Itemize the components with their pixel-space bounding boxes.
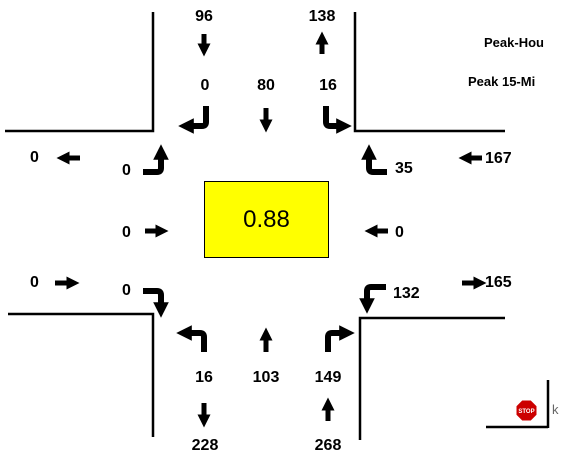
south-exiting-volume: 228 (191, 437, 219, 454)
north-right-volume: 0 (200, 77, 210, 94)
east-left-volume: 35 (395, 160, 413, 177)
peak-hour-factor-value: 0.88 (243, 205, 290, 233)
peak-15-min-label: Peak 15-Mi (468, 74, 536, 89)
stop-sign-post-glyph: k (552, 402, 559, 417)
west-left-volume: 0 (122, 162, 131, 179)
stop-sign-text: STOP (518, 409, 534, 415)
curb-southwest (8, 312, 155, 437)
north-left-turn-arrow (323, 106, 352, 134)
south-right-volume: 149 (314, 369, 342, 386)
west-left-turn-arrow (143, 144, 169, 175)
east-right-turn-arrow (359, 284, 386, 314)
north-right-turn-arrow (178, 106, 209, 134)
east-entering-volume: 167 (485, 150, 512, 167)
north-entering-volume: 96 (195, 8, 213, 25)
east-left-turn-arrow (361, 144, 387, 175)
turn-arrows (143, 106, 387, 352)
peak-hour-label: Peak-Hou (484, 35, 544, 50)
curb-northeast (353, 12, 505, 133)
west-right-volume: 0 (122, 282, 131, 299)
west-entering-volume: 0 (30, 274, 39, 291)
north-through-volume: 80 (257, 77, 275, 94)
peak-hour-factor-box: 0.88 (204, 181, 329, 258)
west-exiting-volume: 0 (30, 149, 39, 166)
curb-southeast (358, 316, 505, 440)
south-left-turn-arrow (176, 325, 207, 352)
west-right-turn-arrow (143, 288, 169, 318)
south-right-turn-arrow (325, 325, 355, 352)
south-left-volume: 16 (195, 369, 213, 386)
north-exiting-volume: 138 (308, 8, 336, 25)
east-exiting-volume: 165 (485, 274, 512, 291)
curb-lines (5, 12, 505, 440)
south-entering-volume: 268 (314, 437, 342, 454)
south-through-volume: 103 (252, 369, 280, 386)
volume-arrows (55, 31, 487, 428)
east-right-volume: 132 (393, 285, 420, 302)
curb-northwest (5, 12, 155, 133)
west-through-volume: 0 (122, 224, 131, 241)
east-through-volume: 0 (395, 224, 404, 241)
north-left-volume: 16 (319, 77, 337, 94)
stop-sign-icon: STOP k (486, 380, 559, 429)
